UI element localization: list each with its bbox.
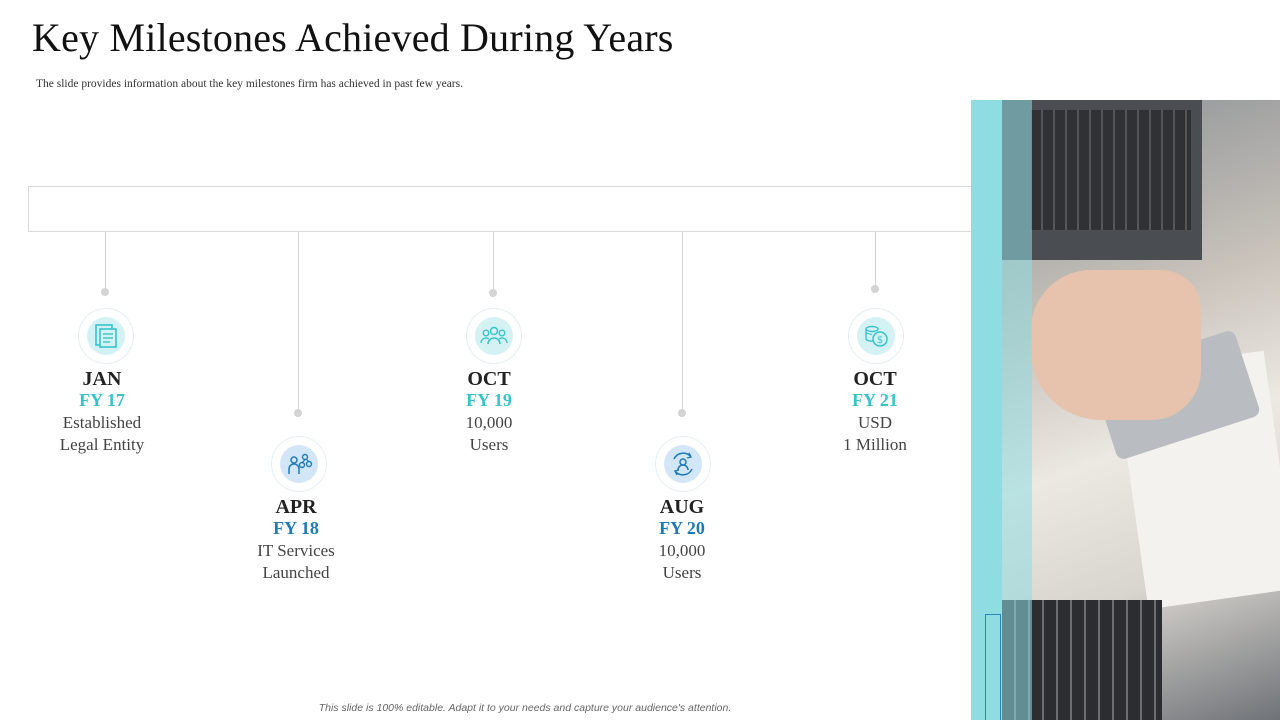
connector-dot [489,289,497,297]
svg-text:$: $ [877,335,883,346]
milestone-desc-line2: Users [662,563,702,582]
milestone-jan-fy17: JAN FY 17 Established Legal Entity [22,368,182,456]
milestone-aug-fy20: AUG FY 20 10,000 Users [602,496,762,584]
frame-accent-line [985,614,1001,720]
connector-line [875,232,876,288]
milestone-icon-circle [271,436,327,492]
connector-line [298,232,299,412]
accent-band [971,100,1002,720]
connector-dot [101,288,109,296]
milestone-desc-line1: 10,000 [658,541,706,560]
network-person-icon [288,453,313,474]
milestone-fy: FY 18 [273,518,319,538]
milestone-month: AUG [659,496,705,518]
milestone-apr-fy18: APR FY 18 IT Services Launched [216,496,376,584]
slide-subtitle: The slide provides information about the… [36,78,463,90]
office-photo [971,100,1280,720]
document-icon [95,324,117,348]
milestone-desc-line1: Established [62,413,142,432]
connector-dot [294,409,302,417]
milestone-desc-line2: Legal Entity [59,435,145,454]
milestone-oct-fy19: OCT FY 19 10,000 Users [409,368,569,456]
milestone-month: APR [275,496,317,518]
milestone-desc-line1: IT Services [257,541,335,560]
milestone-oct-fy21: OCT FY 21 USD 1 Million [795,368,955,456]
coins-dollar-icon: $ [865,325,888,347]
keyboard-keys-image [1031,110,1191,230]
milestone-icon-circle [655,436,711,492]
slide-title: Key Milestones Achieved During Years [32,15,674,60]
teal-overlay [1002,100,1032,720]
connector-line [493,232,494,292]
connector-dot [678,409,686,417]
hand-image [1031,270,1201,420]
connector-line [105,232,106,290]
milestone-month: JAN [82,368,122,390]
milestone-desc-line1: USD [857,413,892,432]
milestone-icon-circle [466,308,522,364]
connector-line [682,232,683,412]
users-group-icon [480,326,508,345]
milestone-desc-line1: 10,000 [465,413,513,432]
milestone-fy: FY 17 [79,390,125,410]
milestone-fy: FY 21 [852,390,898,410]
connector-dot [871,285,879,293]
milestone-desc-line2: Users [469,435,509,454]
milestone-fy: FY 20 [659,518,705,538]
milestone-desc-line2: Launched [262,563,330,582]
slide-footer-note: This slide is 100% editable. Adapt it to… [318,702,732,714]
milestone-icon-circle [78,308,134,364]
milestone-month: OCT [853,368,897,390]
milestone-month: OCT [467,368,511,390]
timeline-bar [28,186,1004,232]
milestone-icon-circle: $ [848,308,904,364]
user-refresh-icon [673,452,693,476]
milestone-fy: FY 19 [466,390,512,410]
milestone-desc-line2: 1 Million [843,435,907,454]
